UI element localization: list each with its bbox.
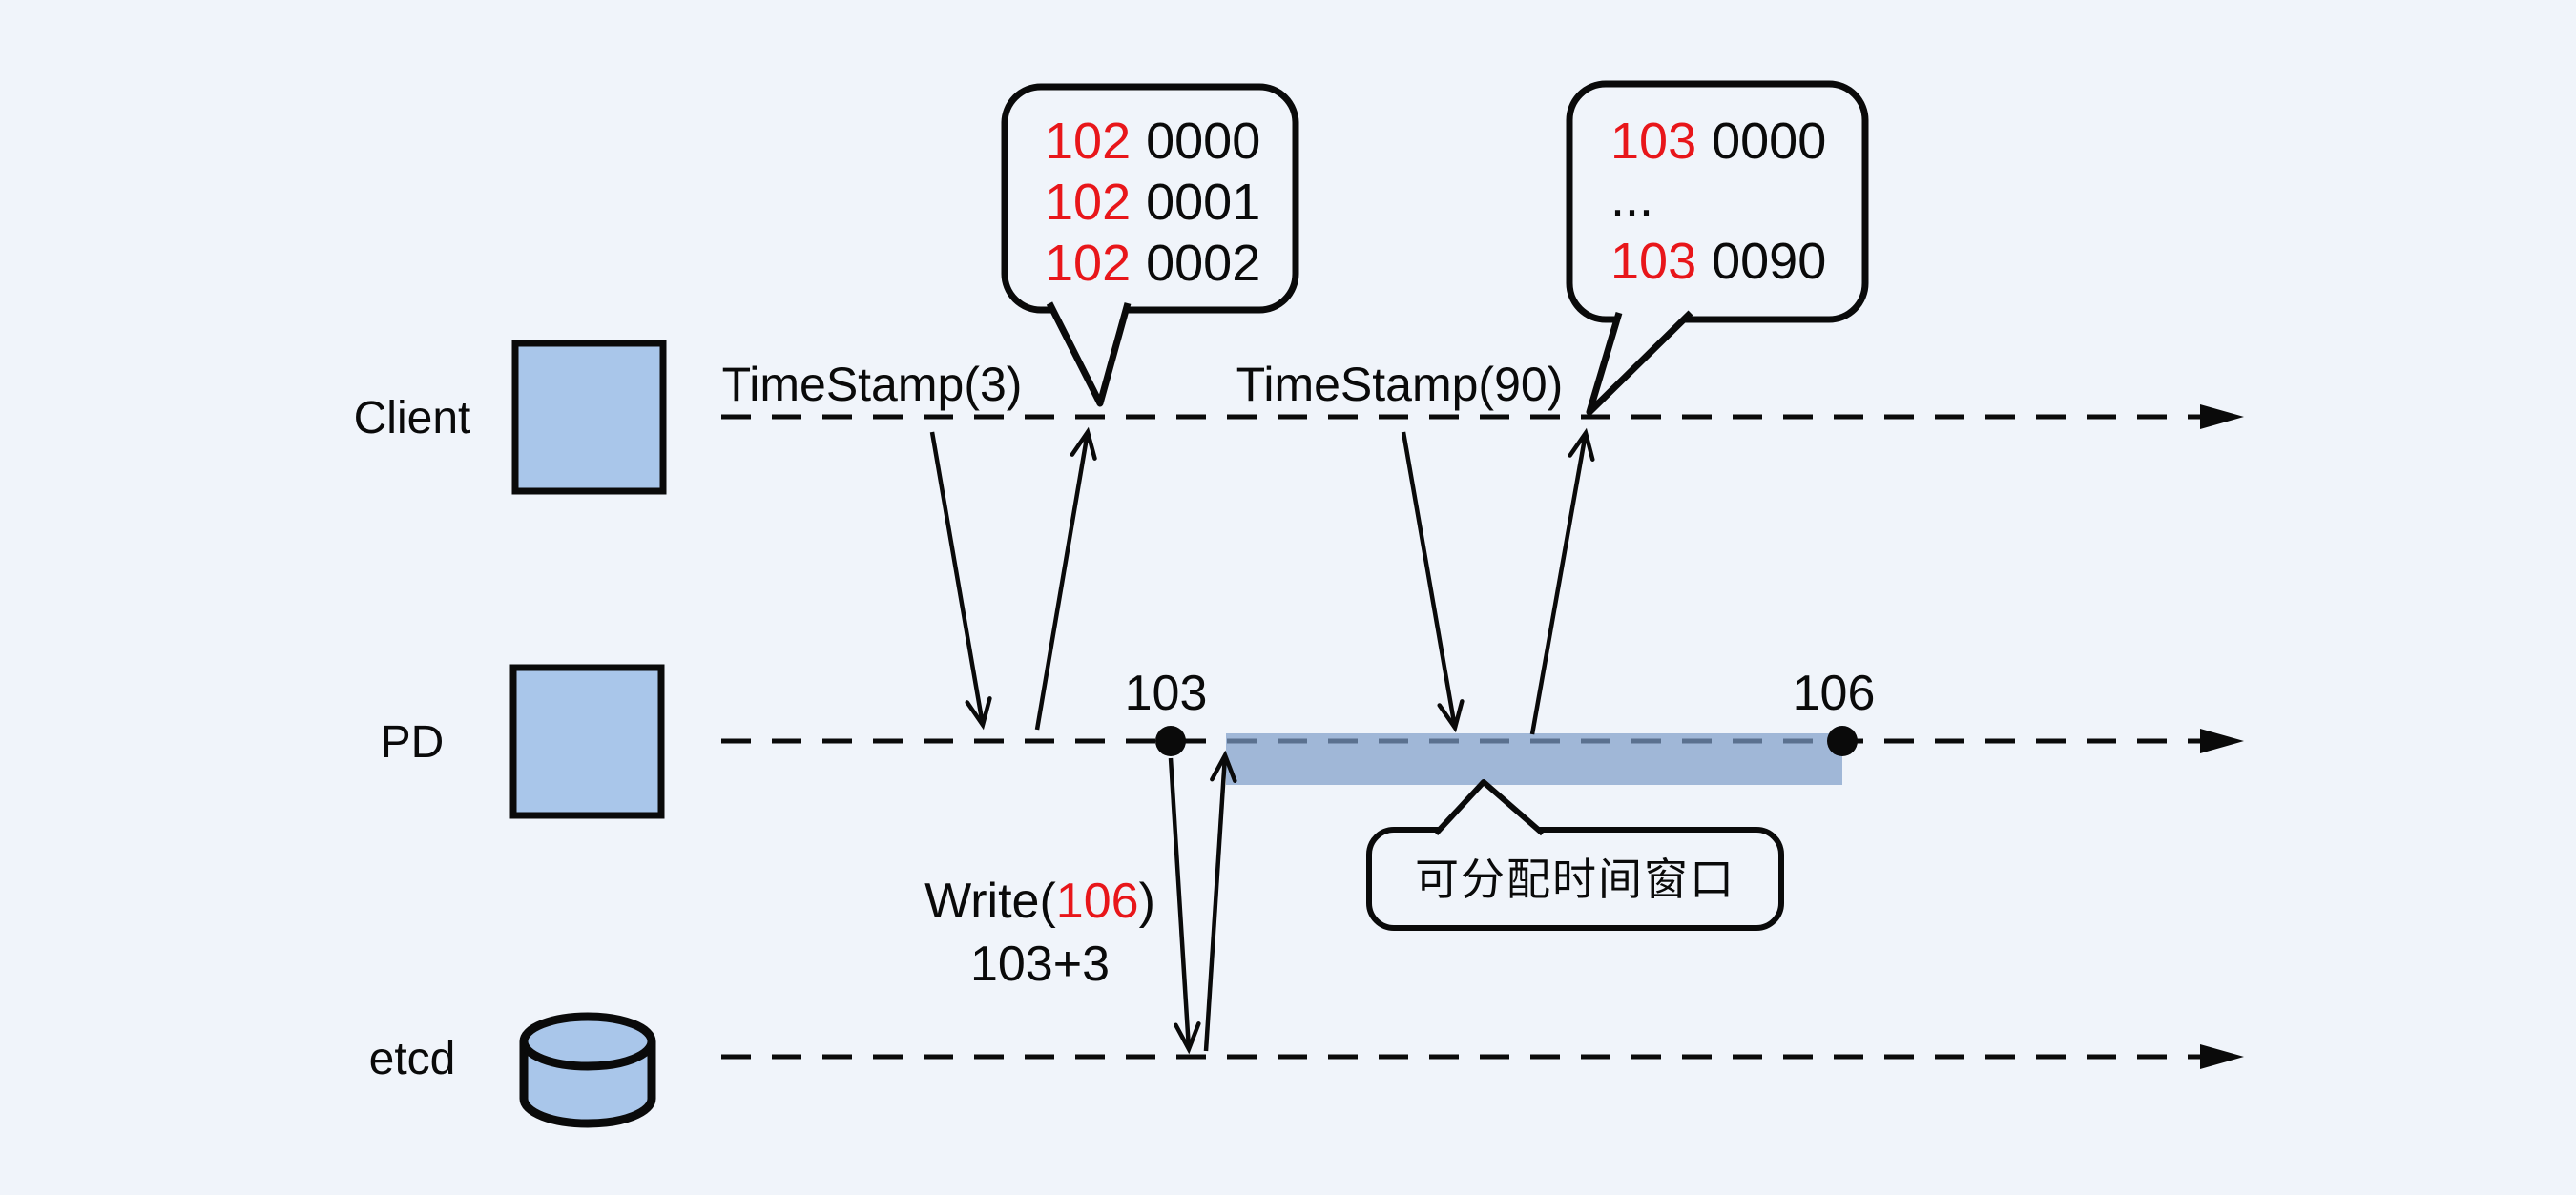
- window-callout-box: [1366, 827, 1784, 931]
- client-lane-label: Client: [354, 393, 471, 443]
- timestamp3-label: TimeStamp(3): [722, 358, 1023, 411]
- bubble-102-line-2-rest: 0001: [1146, 174, 1260, 231]
- pd-node-box: [509, 664, 665, 819]
- window-callout: 可分配时间窗口: [1366, 779, 1784, 931]
- arrow-pd-to-client-2: [1529, 427, 1595, 735]
- bubble-103-line-3: 103 0090: [1610, 233, 1826, 290]
- write-label: Write(106): [924, 874, 1155, 929]
- bubble-103-line-2: ...: [1610, 170, 1653, 227]
- pd-point-103-dot: [1155, 726, 1186, 756]
- write-suffix: ): [1139, 874, 1155, 929]
- write-prefix: Write(: [924, 874, 1056, 929]
- arrow-pd-to-client-1: [1034, 426, 1097, 731]
- write-value: 106: [1056, 874, 1139, 929]
- arrow-pd-to-etcd: [1168, 757, 1201, 1055]
- bubble-102-line-3-hi: 102: [1045, 235, 1131, 292]
- window-callout-tail-fill: [1436, 780, 1543, 837]
- speech-bubble-103-tail: [1586, 310, 1693, 416]
- bubble-102-line-1: 102 0000: [1045, 113, 1260, 170]
- bubble-102-line-3: 102 0002: [1045, 235, 1260, 292]
- etcd-timeline-arrowhead-icon: [2200, 1044, 2244, 1069]
- allocatable-window-band: [1226, 733, 1842, 785]
- bubble-102-line-1-rest: 0000: [1146, 113, 1260, 170]
- speech-bubble-102-box: [1001, 83, 1299, 314]
- speech-bubble-102-tail: [1046, 301, 1132, 407]
- pd-timeline: [721, 729, 2244, 753]
- pd-timeline-arrowhead-icon: [2200, 729, 2244, 753]
- arrow-client-to-pd-2: [1401, 431, 1465, 733]
- speech-bubble-102: 102 0000 102 0001 102 0002: [1001, 83, 1299, 407]
- bubble-102-line-3-rest: 0002: [1146, 235, 1260, 292]
- bubble-103-line-1-hi: 103: [1610, 113, 1696, 170]
- pd-point-103-label: 103: [1125, 666, 1208, 721]
- etcd-database-icon: [519, 1012, 656, 1128]
- window-callout-tail: [1433, 779, 1545, 836]
- etcd-timeline: [721, 1044, 2244, 1069]
- client-timeline-arrowhead-icon: [2200, 404, 2244, 429]
- speech-bubble-102-tail-fill: [1049, 299, 1128, 403]
- speech-bubble-103: 103 0000 ... 103 0090: [1566, 80, 1869, 416]
- pd-point-106-label: 106: [1793, 666, 1876, 721]
- bubble-103-line-1-rest: 0000: [1712, 113, 1826, 170]
- etcd-cylinder-top: [519, 1012, 656, 1071]
- pd-point-106-dot: [1827, 726, 1858, 756]
- speech-bubble-103-box: [1566, 80, 1869, 323]
- bubble-102-line-2: 102 0001: [1045, 174, 1260, 231]
- bubble-103-line-2-rest: ...: [1610, 170, 1653, 227]
- bubble-103-line-3-rest: 0090: [1712, 233, 1826, 290]
- pd-lane-label: PD: [381, 717, 445, 768]
- client-timeline: [721, 404, 2244, 429]
- etcd-lane-label: etcd: [369, 1034, 456, 1084]
- bubble-102-line-2-hi: 102: [1045, 174, 1131, 231]
- bubble-103-line-1: 103 0000: [1610, 113, 1826, 170]
- arrow-client-to-pd-1: [929, 431, 992, 731]
- bubble-102-line-1-hi: 102: [1045, 113, 1131, 170]
- write-note: 103+3: [970, 937, 1110, 992]
- bubble-103-line-3-hi: 103: [1610, 233, 1696, 290]
- client-node-box: [511, 340, 667, 495]
- arrow-etcd-to-pd: [1203, 750, 1237, 1052]
- window-callout-label: 可分配时间窗口: [1415, 855, 1735, 904]
- timestamp90-label: TimeStamp(90): [1236, 358, 1564, 411]
